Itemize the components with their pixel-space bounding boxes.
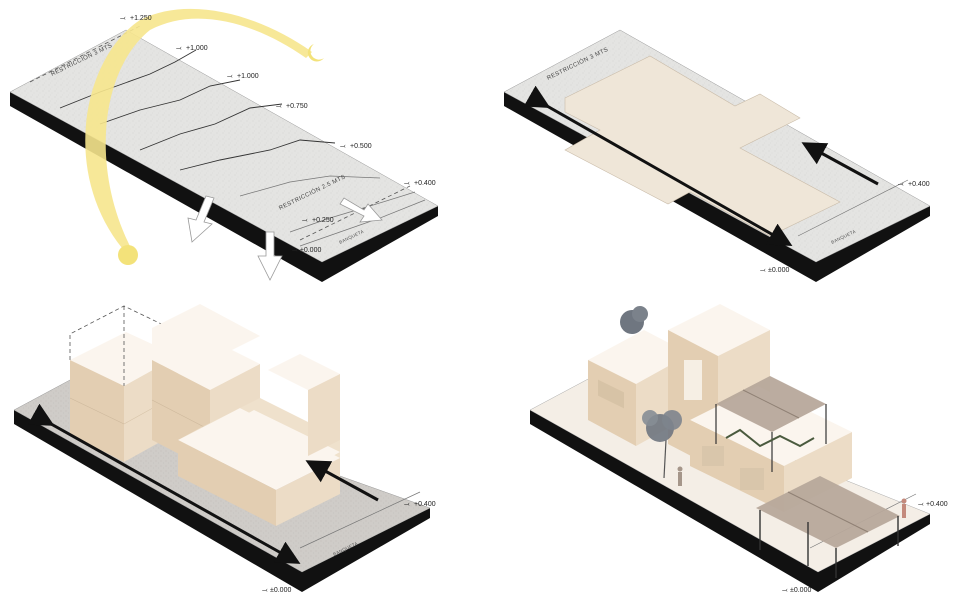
direction-arrow — [523, 85, 793, 246]
svg-text:+0.500: +0.500 — [350, 143, 372, 150]
svg-text:+1.000: +1.000 — [186, 45, 208, 52]
svg-text:⤙: ⤙ — [302, 217, 308, 224]
level-marker: ⤙ +0.500 — [340, 143, 372, 150]
svg-text:+0.750: +0.750 — [286, 103, 308, 110]
svg-text:⤙: ⤙ — [782, 587, 788, 594]
svg-text:⤙: ⤙ — [760, 267, 766, 274]
svg-text:+0.250: +0.250 — [312, 217, 334, 224]
contour-line — [289, 191, 416, 233]
level-marker: ⤙ +0.250 — [302, 217, 334, 224]
level-marker: ⤙ +0.400 — [918, 501, 948, 508]
direction-arrow — [801, 142, 879, 186]
roof-pergola — [715, 376, 827, 472]
direction-arrow — [305, 460, 379, 502]
level-marker: ⤙ +0.400 — [404, 501, 436, 508]
svg-text:+0.400: +0.400 — [414, 501, 436, 508]
wind-arrow-icon — [187, 195, 383, 281]
contour-line — [59, 49, 197, 109]
svg-text:⤙: ⤙ — [176, 45, 182, 52]
svg-text:⤙: ⤙ — [898, 181, 904, 188]
contour-line — [139, 103, 283, 151]
svg-text:⤙: ⤙ — [404, 180, 410, 187]
svg-text:⤙: ⤙ — [227, 73, 233, 80]
svg-text:⤙: ⤙ — [404, 501, 410, 508]
level-marker: ⤙ +1.000 — [227, 73, 259, 80]
level-marker: ⤙ +0.400 — [898, 181, 930, 188]
svg-text:⤙: ⤙ — [262, 587, 268, 594]
svg-text:+1.000: +1.000 — [237, 73, 259, 80]
building-volume — [268, 354, 340, 456]
svg-text:⤙: ⤙ — [276, 103, 282, 110]
contour-line — [99, 79, 241, 125]
level-marker: ⤙ ±0.000 — [262, 587, 291, 594]
direction-arrow — [27, 403, 301, 564]
svg-text:⤙: ⤙ — [120, 15, 126, 22]
svg-text:⤙: ⤙ — [918, 501, 924, 508]
svg-text:+0.400: +0.400 — [908, 181, 930, 188]
setback-line — [299, 491, 421, 549]
carport-pergola — [756, 476, 900, 578]
slab-top — [9, 29, 439, 263]
svg-text:+1.250: +1.250 — [130, 15, 152, 22]
level-marker: ⤙ +1.250 — [120, 15, 152, 22]
svg-text:⤙: ⤙ — [340, 143, 346, 150]
tree-icon — [632, 306, 648, 322]
svg-text:+0.400: +0.400 — [926, 501, 948, 508]
contour-line — [179, 139, 336, 171]
svg-text:±0.000: ±0.000 — [790, 587, 811, 594]
svg-text:±0.000: ±0.000 — [270, 587, 291, 594]
level-marker: ⤙ ±0.000 — [782, 587, 811, 594]
panel-footprint: RESTRICCIÓN 3 MTS BANQUETA ⤙ +0.400 ⤙ ±0… — [503, 29, 931, 282]
svg-text:±0.000: ±0.000 — [300, 247, 321, 254]
panel-final: ⤙ +0.400 ⤙ ±0.000 — [529, 304, 948, 594]
panel-topography: ⤙ +1.250 ⤙ +1.000 ⤙ +1.000 ⤙ +0.750 ⤙ +0… — [9, 8, 439, 282]
level-marker: ⤙ ±0.000 — [292, 247, 321, 254]
moon-icon — [307, 44, 324, 62]
svg-text:±0.000: ±0.000 — [768, 267, 789, 274]
person-figure — [677, 466, 683, 486]
person-figure — [901, 498, 907, 518]
contour-line — [299, 199, 426, 247]
svg-text:+0.400: +0.400 — [414, 180, 436, 187]
level-marker: ⤙ ±0.000 — [760, 267, 789, 274]
svg-text:⤙: ⤙ — [292, 247, 298, 254]
level-marker: ⤙ +0.400 — [404, 180, 436, 187]
level-marker: ⤙ +0.750 — [276, 103, 308, 110]
sun-icon — [118, 245, 138, 265]
panel-massing: BANQUETA ⤙ +0.400 ⤙ ±0.000 — [13, 304, 436, 594]
contour-line — [239, 175, 381, 197]
tree-icon — [642, 410, 682, 479]
setback-line — [797, 179, 909, 237]
level-marker: ⤙ +1.000 — [176, 45, 208, 52]
